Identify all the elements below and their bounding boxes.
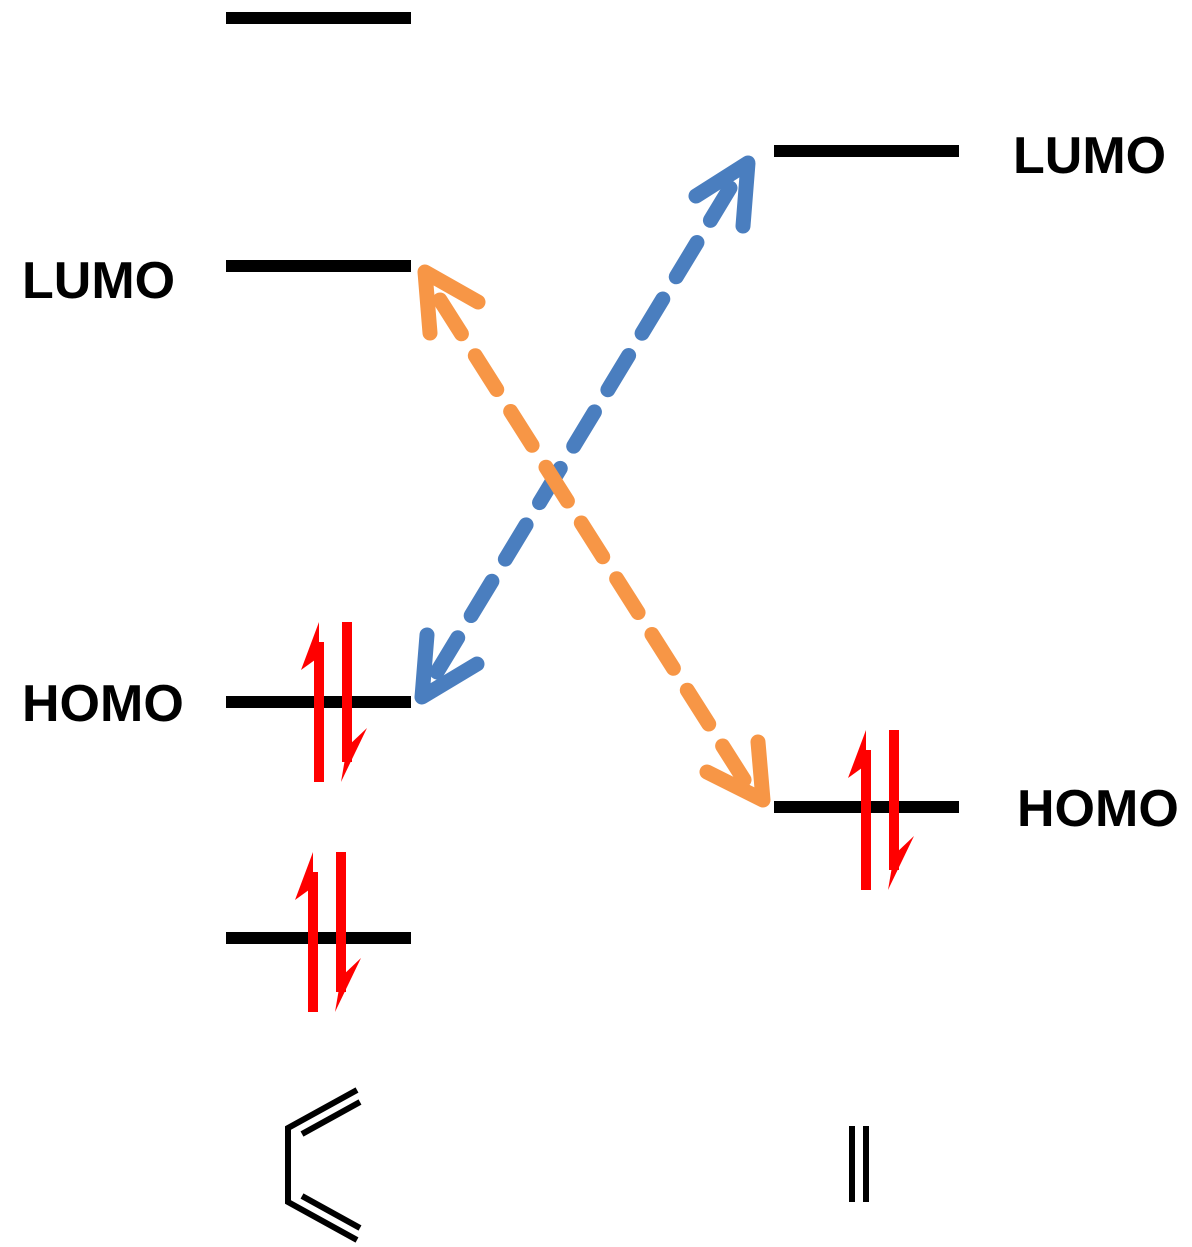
right-homo-label: HOMO: [1017, 780, 1179, 838]
electron-pairs: [295, 622, 914, 1012]
interaction-arrow-homo-lumo-head-bottom: [414, 627, 485, 705]
left-homo-label: HOMO: [22, 675, 184, 733]
interaction-arrow-lumo-homo-shaft: [432, 292, 756, 794]
diene-lower-double-bond: [300, 1193, 362, 1231]
interaction-arrow-homo-lumo-shaft: [429, 180, 738, 680]
interaction-arrows: [414, 155, 771, 808]
diene-skeleton: [285, 1087, 359, 1243]
left-lumo-label: LUMO: [22, 252, 175, 310]
diene-structure: [285, 1087, 362, 1243]
interaction-arrow-lumo-homo: [417, 264, 771, 808]
right-lumo-label: LUMO: [1013, 127, 1166, 185]
left-energy-levels: [226, 12, 411, 944]
interaction-arrow-homo-lumo-head-top: [688, 155, 756, 234]
interaction-arrow-lumo-homo-head-top: [417, 264, 486, 341]
diene-upper-double-bond: [300, 1099, 362, 1137]
interaction-arrow-homo-lumo: [414, 155, 756, 705]
orbital-labels: LUMO HOMO LUMO HOMO: [22, 127, 1179, 838]
right-energy-levels: [774, 145, 959, 813]
alkene-structure: [849, 1126, 869, 1202]
interaction-arrow-lumo-homo-head-bottom: [699, 734, 771, 808]
